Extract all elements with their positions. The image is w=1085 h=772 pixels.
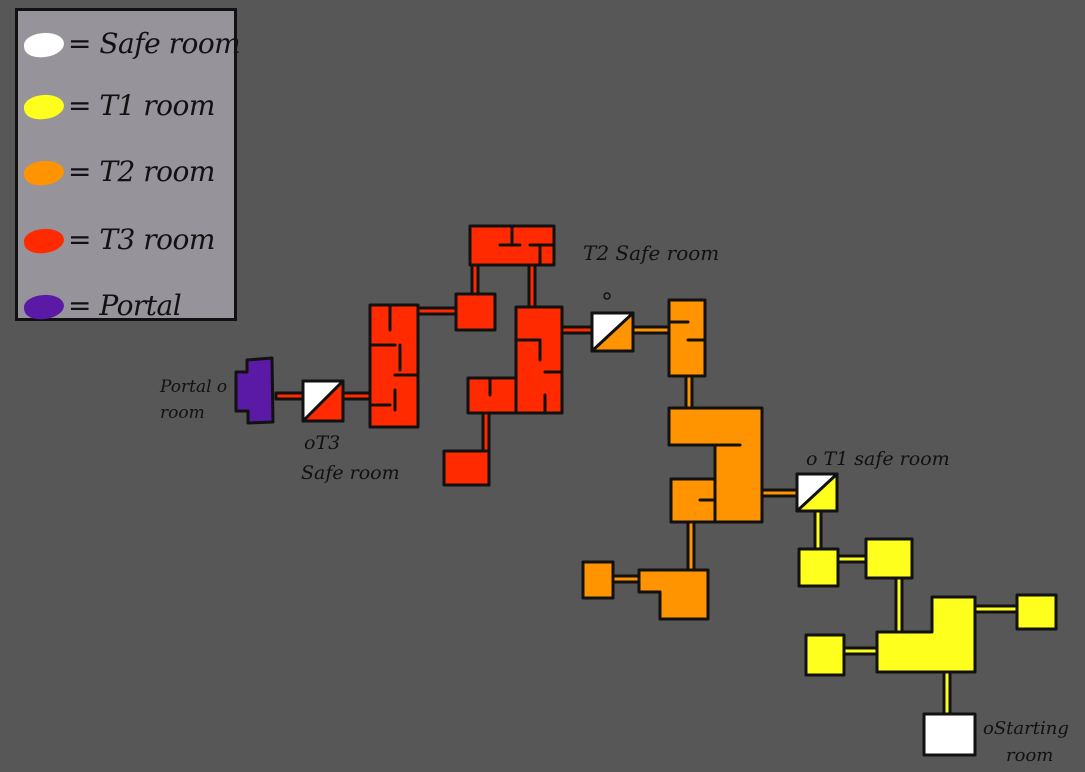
t1-room-left — [804, 633, 846, 677]
connector-t3safe-t3 — [341, 391, 372, 401]
markers — [603, 292, 611, 300]
connector-t1-d — [842, 646, 880, 656]
t2-room-l — [637, 568, 710, 621]
t1-safe-room-label: o T1 safe room — [806, 448, 950, 470]
t2-room-tall — [667, 298, 707, 378]
t1-safe-room — [795, 472, 839, 513]
connector-t2-t1safe — [760, 488, 800, 498]
t2-rooms — [581, 298, 764, 621]
legend-item-safe: = Safe room — [18, 25, 241, 65]
t2-safe-room-label: T2 Safe room — [583, 241, 720, 265]
starting-room-label-2: room — [1006, 745, 1054, 766]
portal-room-label-1: Portal o — [160, 377, 228, 397]
connector-t2-c — [611, 574, 641, 584]
legend-item-t2: = T2 room — [18, 153, 234, 193]
legend-label-t2: = T2 room — [68, 155, 215, 188]
connector-t2-b — [686, 520, 696, 572]
starting-room-label-1: oStarting — [983, 718, 1069, 739]
t2-safe-marker — [603, 292, 611, 300]
connector-t3-a — [416, 306, 458, 316]
connector-t1-start — [942, 670, 952, 716]
portal-room-label-2: room — [160, 403, 205, 423]
t1-room-a — [797, 547, 840, 588]
t3-safe-room-label-2: Safe room — [301, 462, 400, 484]
t3-inner-walls — [368, 224, 564, 415]
t1-room-b — [864, 537, 914, 580]
t1-rooms — [797, 537, 1058, 677]
t1-room-big — [875, 595, 977, 674]
legend-item-t3: = T3 room — [18, 221, 234, 261]
connector-t3-d — [481, 411, 491, 455]
t2-safe-room — [590, 311, 635, 353]
connector-t3-b — [470, 263, 480, 297]
t2-room-small — [581, 560, 615, 600]
t3-safe-room — [301, 379, 345, 423]
legend-label-t1: = T1 room — [68, 89, 215, 122]
starting-room — [922, 712, 977, 757]
legend-label-portal: = Portal — [68, 289, 182, 322]
connector-t1-c — [973, 604, 1019, 614]
t2-room-big — [667, 406, 764, 524]
legend-item-t1: = T1 room — [18, 87, 234, 127]
connector-t3-c — [527, 263, 537, 309]
legend-label-safe: = Safe room — [68, 27, 241, 60]
connector-t1safe-t1 — [813, 509, 823, 551]
legend: = Safe room = T1 room = T2 room = T3 roo… — [15, 8, 241, 322]
connector-t3-t2safe — [560, 325, 594, 335]
connector-t2safe-t2 — [631, 325, 671, 335]
legend-label-t3: = T3 room — [68, 223, 215, 256]
t1-room-right — [1015, 593, 1058, 631]
connector-t2-a — [684, 374, 694, 410]
t2-inner-walls — [658, 320, 742, 602]
legend-item-portal: = Portal — [18, 287, 234, 327]
connector-t1-a — [836, 554, 868, 564]
t3-room-small — [454, 292, 497, 332]
t3-room-bottom — [442, 449, 491, 487]
portal-room — [234, 356, 275, 425]
connector-portal-t3safe — [274, 391, 306, 401]
t3-safe-room-label-1: oT3 — [304, 432, 341, 454]
connector-t1-b — [894, 576, 904, 634]
